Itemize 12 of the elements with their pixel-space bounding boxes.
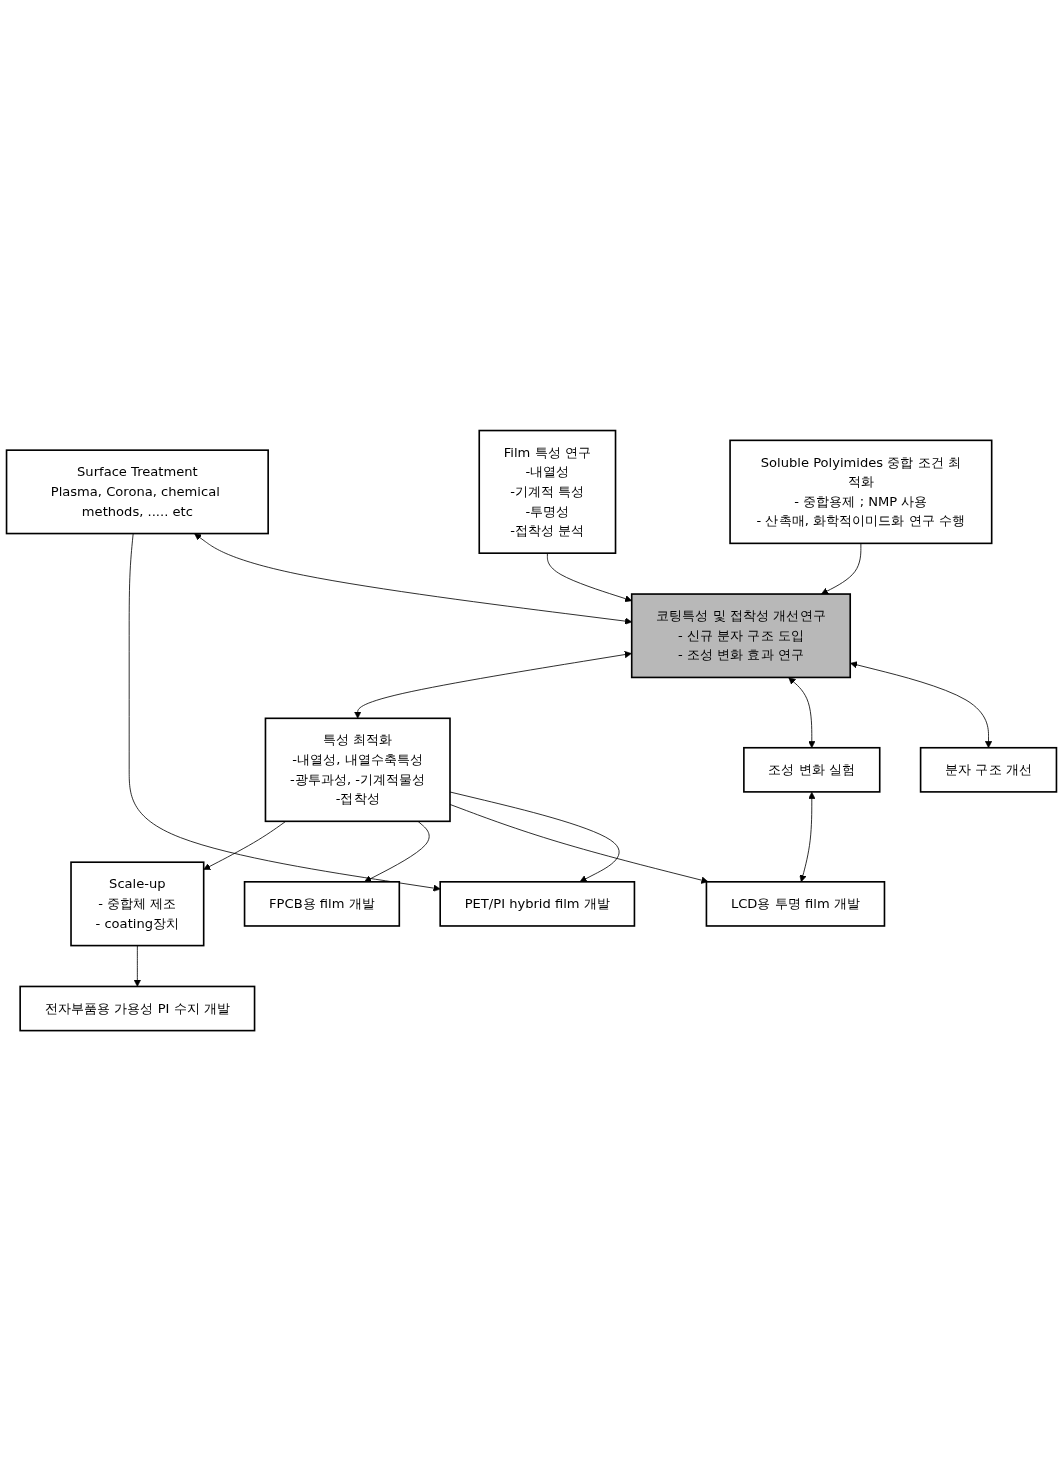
node-box: FPCB용 film 개발 [243, 880, 401, 927]
node-box: Film 특성 연구 -내열성 -기계적 특성 -투명성 -접착성 분석 [478, 429, 617, 554]
node-box: 전자부품용 가용성 PI 수지 개발 [19, 985, 256, 1032]
node-box: Surface Treatment Plasma, Corona, chemical methods, ..... etc [5, 449, 269, 535]
node-box: Soluble Polyimides 중합 조건 최적화 - 중합용제 ; NMP 사용 - 산촉매, 화학적이미드화 연구 수행 [729, 439, 993, 545]
node-box: 분자 구조 개선 [919, 746, 1058, 793]
node-box: PET/PI hybrid film 개발 [439, 880, 636, 927]
node-box: 코팅특성 및 접착성 개선연구 - 신규 분자 구조 도입 - 조성 변화 효과 연구 [630, 593, 852, 679]
node-box: 특성 최적화 -내열성, 내열수축특성 -광투과성, -기계적물성 -접착성 [264, 717, 451, 823]
node-box: LCD용 투명 film 개발 [705, 880, 886, 927]
node-box: Scale-up - 중합체 제조 - coating장치 [70, 861, 205, 947]
node-box: 조성 변화 실험 [743, 746, 881, 793]
